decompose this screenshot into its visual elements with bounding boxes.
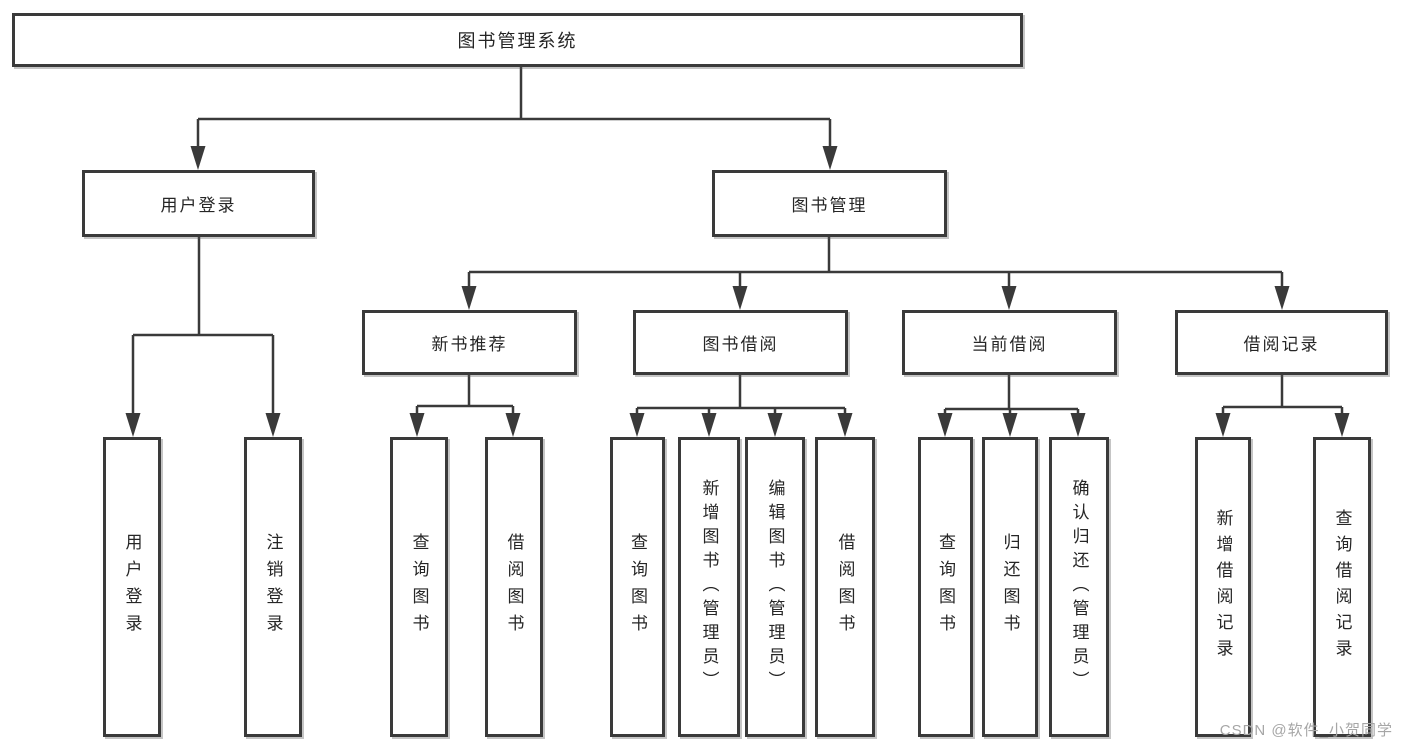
- leaf-edit-books-admin: 编辑图书（管理员）: [745, 437, 805, 737]
- leaf-logout: 注销登录: [244, 437, 302, 737]
- node-current-borrow: 当前借阅: [902, 310, 1117, 375]
- node-new-book-recommend: 新书推荐: [362, 310, 577, 375]
- leaf-add-borrow-record: 新增借阅记录: [1195, 437, 1251, 737]
- leaf-query-books-borrow: 查询图书: [610, 437, 665, 737]
- leaf-user-login: 用户登录: [103, 437, 161, 737]
- leaf-return-books: 归还图书: [982, 437, 1038, 737]
- leaf-add-books-admin: 新增图书（管理员）: [678, 437, 740, 737]
- node-book-borrow: 图书借阅: [633, 310, 848, 375]
- leaf-borrow-books-recommend: 借阅图书: [485, 437, 543, 737]
- node-book-management: 图书管理: [712, 170, 947, 237]
- leaf-query-books-current: 查询图书: [918, 437, 973, 737]
- leaf-borrow-books: 借阅图书: [815, 437, 875, 737]
- connector-strokes: [131, 67, 1344, 417]
- leaf-query-books-recommend: 查询图书: [390, 437, 448, 737]
- arrowheads: [125, 146, 1350, 437]
- csdn-watermark: CSDN @软件_小贺同学: [1219, 722, 1393, 739]
- node-borrow-records: 借阅记录: [1175, 310, 1388, 375]
- leaf-confirm-return-admin: 确认归还（管理员）: [1049, 437, 1109, 737]
- leaf-query-borrow-record: 查询借阅记录: [1313, 437, 1371, 737]
- node-root-system: 图书管理系统: [12, 13, 1023, 67]
- node-user-login: 用户登录: [82, 170, 315, 237]
